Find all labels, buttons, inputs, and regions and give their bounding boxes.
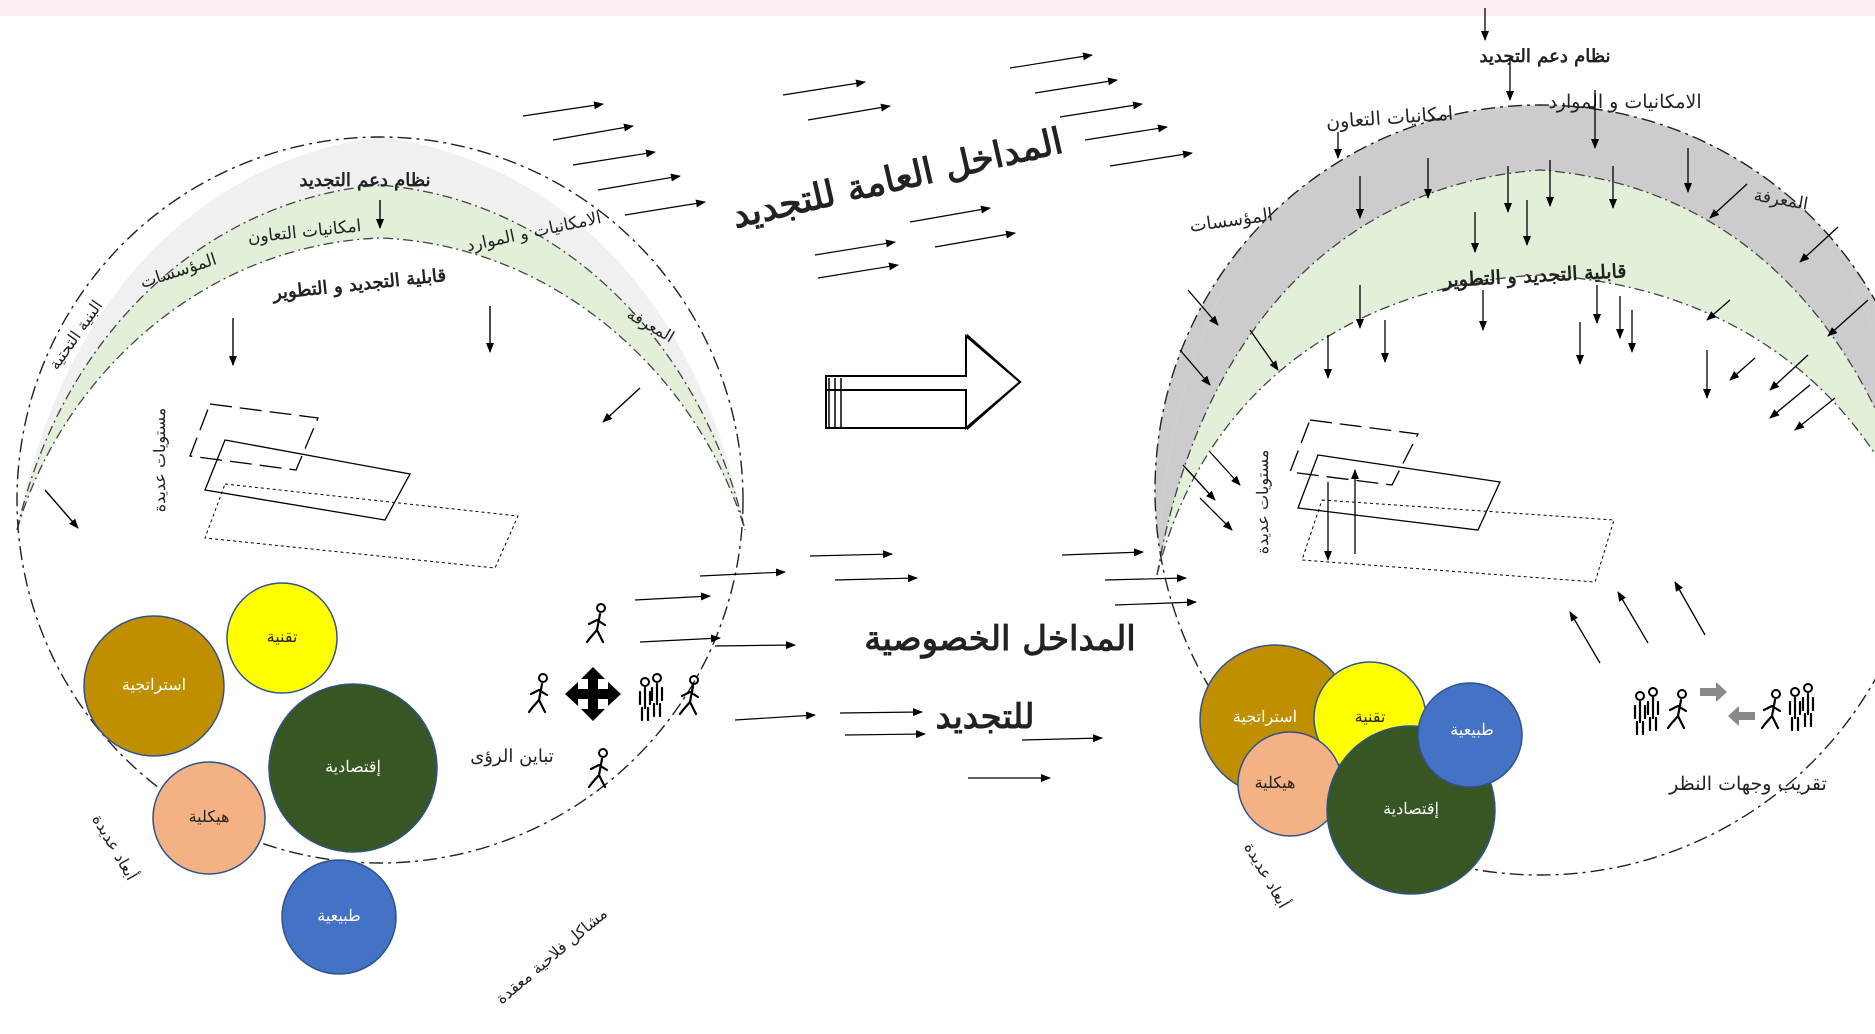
right-circle-structural-label: هيكلية — [1255, 773, 1296, 792]
left-circle-technical-label: تقنية — [267, 627, 298, 646]
right-up-arrows — [1569, 581, 1706, 664]
right-renewability-band — [1157, 170, 1875, 575]
left-circle-natural-label: طبيعية — [317, 906, 361, 925]
right-support-system-label: نظام دعم التجديد — [1479, 46, 1610, 67]
specific-inputs-title-line2: للتجديد — [936, 697, 1035, 737]
left-circle-economic-label: إقتصادية — [325, 757, 381, 776]
left-group-icon — [638, 672, 700, 722]
left-arrow-diag-1 — [602, 387, 641, 423]
specific-arrows — [699, 548, 1197, 782]
right-plane-middle — [1297, 454, 1501, 531]
renewability-band — [17, 185, 743, 530]
left-side-arrow-1 — [634, 592, 711, 601]
left-plane-middle — [204, 439, 411, 521]
left-walker-bottom-icon — [587, 747, 609, 789]
right-outer-circle — [1154, 104, 1875, 876]
right-levels-label: مستويات عديدة — [1253, 450, 1272, 555]
right-circle-natural-label: طبيعية — [1450, 720, 1494, 739]
right-circle-natural — [1417, 682, 1523, 788]
left-plane-top — [189, 403, 319, 471]
left-outer-circle — [16, 136, 744, 864]
arrow-left-icon — [1728, 706, 1755, 726]
left-circle-strategic-label: استراتجية — [122, 675, 186, 694]
right-group-left-icon — [1633, 686, 1688, 736]
right-resources-label: الامكانيات و الموارد — [1548, 91, 1701, 113]
right-inner-arc-2 — [1156, 274, 1875, 576]
right-plane-bottom — [1301, 499, 1615, 583]
general-inputs-title: المداخل العامة للتجديد — [728, 120, 1067, 237]
left-circle-structural — [152, 761, 266, 875]
left-circle-natural — [281, 859, 397, 975]
inner-arc-1 — [16, 184, 746, 531]
general-arrows — [522, 52, 1193, 279]
right-circle-technical-label: تقنية — [1355, 707, 1386, 726]
left-problems-label: مشاكل فلاحية معقدة — [492, 904, 611, 1008]
four-way-arrow-icon — [565, 667, 621, 721]
arrow-right-icon — [1700, 682, 1727, 702]
left-plane-bottom — [204, 483, 519, 569]
left-renewability-label: قابلية التجديد و التطوير — [270, 265, 447, 304]
left-support-system-label: نظام دعم التجديد — [299, 170, 430, 191]
support-band-light — [17, 137, 743, 530]
left-levels-label: مستويات عديدة — [150, 408, 169, 513]
left-dimensions-label: أبعاد عديدة — [88, 810, 142, 883]
right-down-arrows — [1324, 8, 1731, 399]
left-side-arrow-2 — [639, 634, 721, 643]
right-circle-economic-label: إقتصادية — [1383, 799, 1439, 818]
right-inner-arc-1 — [1156, 169, 1875, 576]
left-walker-left-icon — [527, 672, 549, 714]
left-arrow-diag-2 — [44, 489, 79, 529]
left-circle-strategic — [83, 615, 225, 757]
top-tint-bar — [0, 0, 1875, 16]
right-diagram: نظام دعم التجديد الامكانيات و الموارد ام… — [1154, 8, 1875, 912]
right-plane-top — [1289, 419, 1419, 486]
right-diag-arrows — [1179, 183, 1869, 531]
left-circle-structural-label: هيكلية — [189, 807, 230, 826]
left-walker-top-icon — [585, 602, 607, 644]
right-dimensions-label: أبعاد عديدة — [1240, 838, 1294, 911]
specific-inputs-title-line1: المداخل الخصوصية — [864, 619, 1136, 659]
right-circle-strategic-label: استراتجية — [1233, 707, 1297, 726]
big-right-arrow-icon — [825, 333, 1022, 431]
left-diagram: نظام دعم التجديد الامكانيات و الموارد ام… — [16, 136, 746, 1008]
right-convergence-label: تقريب وجهات النظر — [1668, 773, 1827, 795]
middle-section: المداخل العامة للتجديد المداخل الخصوصي — [522, 52, 1197, 782]
left-divergence-label: تباين الرؤى — [470, 746, 554, 767]
right-group-right-icon — [1760, 682, 1815, 732]
inner-arc-2 — [16, 237, 746, 531]
left-circle-economic — [268, 683, 438, 853]
left-circle-technical — [226, 582, 338, 694]
